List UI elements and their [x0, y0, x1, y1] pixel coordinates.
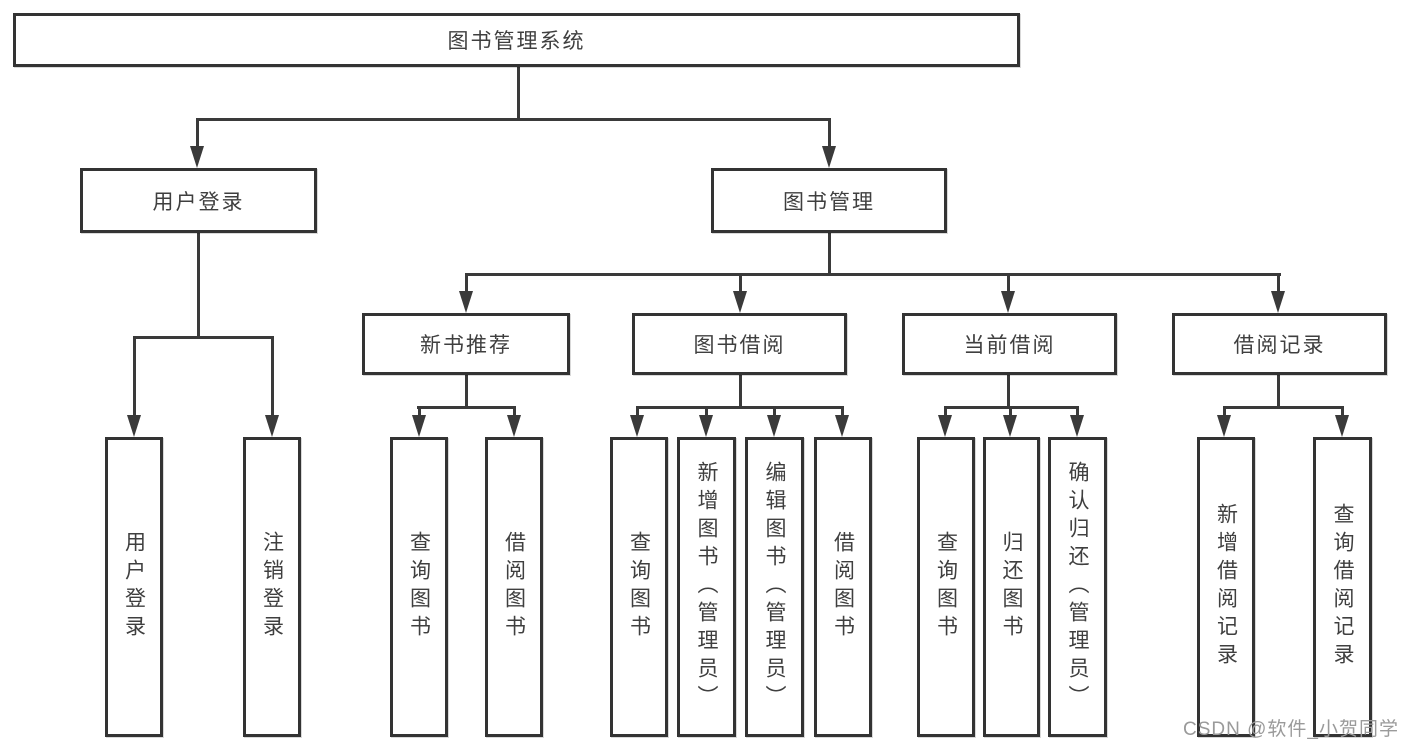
- connector-line: [196, 118, 831, 121]
- arrow-down-icon: [630, 415, 644, 437]
- leaf-label: 用户登录: [122, 531, 146, 643]
- node-borrow-records: 借阅记录: [1172, 313, 1387, 375]
- arrow-down-icon: [190, 146, 204, 168]
- node-label: 借阅记录: [1233, 334, 1326, 357]
- connector-line: [1007, 273, 1010, 295]
- leaf-borrow-edit-books-admin: 编辑图书（管理员）: [745, 437, 804, 737]
- arrow-down-icon: [1003, 415, 1017, 437]
- connector-line: [417, 406, 516, 409]
- node-label: 用户登录: [152, 190, 245, 214]
- leaf-records-add-record: 新增借阅记录: [1197, 437, 1255, 737]
- connector-line: [1007, 375, 1010, 409]
- node-root-label: 图书管理系统: [447, 30, 586, 53]
- connector-line: [773, 406, 776, 418]
- connector-line: [465, 273, 1281, 276]
- connector-line: [1009, 406, 1012, 418]
- leaf-label: 注销登录: [260, 531, 284, 643]
- leaf-recommend-query-books: 查询图书: [390, 437, 448, 737]
- leaf-borrow-add-books-admin: 新增图书（管理员）: [677, 437, 736, 737]
- connector-line: [739, 375, 742, 409]
- arrow-down-icon: [412, 415, 426, 437]
- leaf-label: 新增图书（管理员）: [695, 461, 718, 713]
- connector-line: [828, 118, 831, 148]
- node-root: 图书管理系统: [13, 13, 1020, 67]
- leaf-current-return-books: 归还图书: [983, 437, 1040, 737]
- arrow-down-icon: [127, 415, 141, 437]
- arrow-down-icon: [1217, 415, 1231, 437]
- arrow-down-icon: [459, 291, 473, 313]
- arrow-down-icon: [822, 146, 836, 168]
- leaf-records-query-record: 查询借阅记录: [1313, 437, 1372, 737]
- watermark: CSDN @软件_小贺同学: [1183, 719, 1399, 740]
- arrow-down-icon: [1335, 415, 1349, 437]
- connector-line: [465, 273, 468, 295]
- node-book-borrow: 图书借阅: [632, 313, 847, 375]
- node-new-book-recommend: 新书推荐: [362, 313, 570, 375]
- node-label: 当前借阅: [963, 334, 1056, 357]
- arrow-down-icon: [767, 415, 781, 437]
- arrow-down-icon: [938, 415, 952, 437]
- node-label: 新书推荐: [420, 334, 512, 357]
- leaf-label: 查询借阅记录: [1331, 503, 1354, 671]
- connector-line: [1277, 375, 1280, 409]
- connector-line: [828, 232, 831, 276]
- connector-line: [1341, 406, 1344, 418]
- arrow-down-icon: [265, 415, 279, 437]
- connector-line: [196, 118, 199, 148]
- arrow-down-icon: [733, 291, 747, 313]
- arrow-down-icon: [1271, 291, 1285, 313]
- node-user-login: 用户登录: [80, 168, 317, 233]
- leaf-label: 归还图书: [1000, 531, 1023, 643]
- leaf-logout: 注销登录: [243, 437, 301, 737]
- connector-line: [418, 406, 421, 418]
- leaf-label: 确认归还（管理员）: [1066, 461, 1089, 713]
- arrow-down-icon: [1070, 415, 1084, 437]
- connector-line: [636, 406, 639, 418]
- arrow-down-icon: [507, 415, 521, 437]
- connector-line: [271, 336, 274, 417]
- leaf-current-query-books: 查询图书: [917, 437, 975, 737]
- connector-line: [1223, 406, 1343, 409]
- connector-line: [513, 406, 516, 418]
- node-current-borrow: 当前借阅: [902, 313, 1117, 375]
- leaf-label: 查询图书: [934, 531, 958, 643]
- leaf-label: 新增借阅记录: [1214, 503, 1238, 671]
- connector-line: [133, 336, 136, 417]
- leaf-label: 借阅图书: [502, 531, 526, 643]
- leaf-borrow-query-books: 查询图书: [610, 437, 668, 737]
- connector-line: [1277, 273, 1280, 295]
- node-book-management: 图书管理: [711, 168, 947, 233]
- arrow-down-icon: [835, 415, 849, 437]
- connector-line: [517, 67, 520, 121]
- leaf-borrow-borrow-books: 借阅图书: [814, 437, 872, 737]
- node-label: 图书借阅: [693, 334, 786, 357]
- arrow-down-icon: [1001, 291, 1015, 313]
- connector-line: [1223, 406, 1226, 418]
- connector-line: [1076, 406, 1079, 418]
- connector-line: [197, 232, 200, 339]
- leaf-current-confirm-return-admin: 确认归还（管理员）: [1048, 437, 1107, 737]
- arrow-down-icon: [699, 415, 713, 437]
- leaf-user-login: 用户登录: [105, 437, 163, 737]
- leaf-label: 编辑图书（管理员）: [763, 461, 786, 713]
- node-label: 图书管理: [783, 190, 875, 214]
- leaf-recommend-borrow-books: 借阅图书: [485, 437, 543, 737]
- leaf-label: 查询图书: [627, 531, 651, 643]
- connector-line: [705, 406, 708, 418]
- connector-line: [465, 375, 468, 409]
- leaf-label: 借阅图书: [831, 531, 855, 643]
- connector-line: [944, 406, 947, 418]
- leaf-label: 查询图书: [407, 531, 431, 643]
- connector-line: [133, 336, 274, 339]
- connector-line: [739, 273, 742, 295]
- connector-line: [636, 406, 844, 409]
- connector-line: [841, 406, 844, 418]
